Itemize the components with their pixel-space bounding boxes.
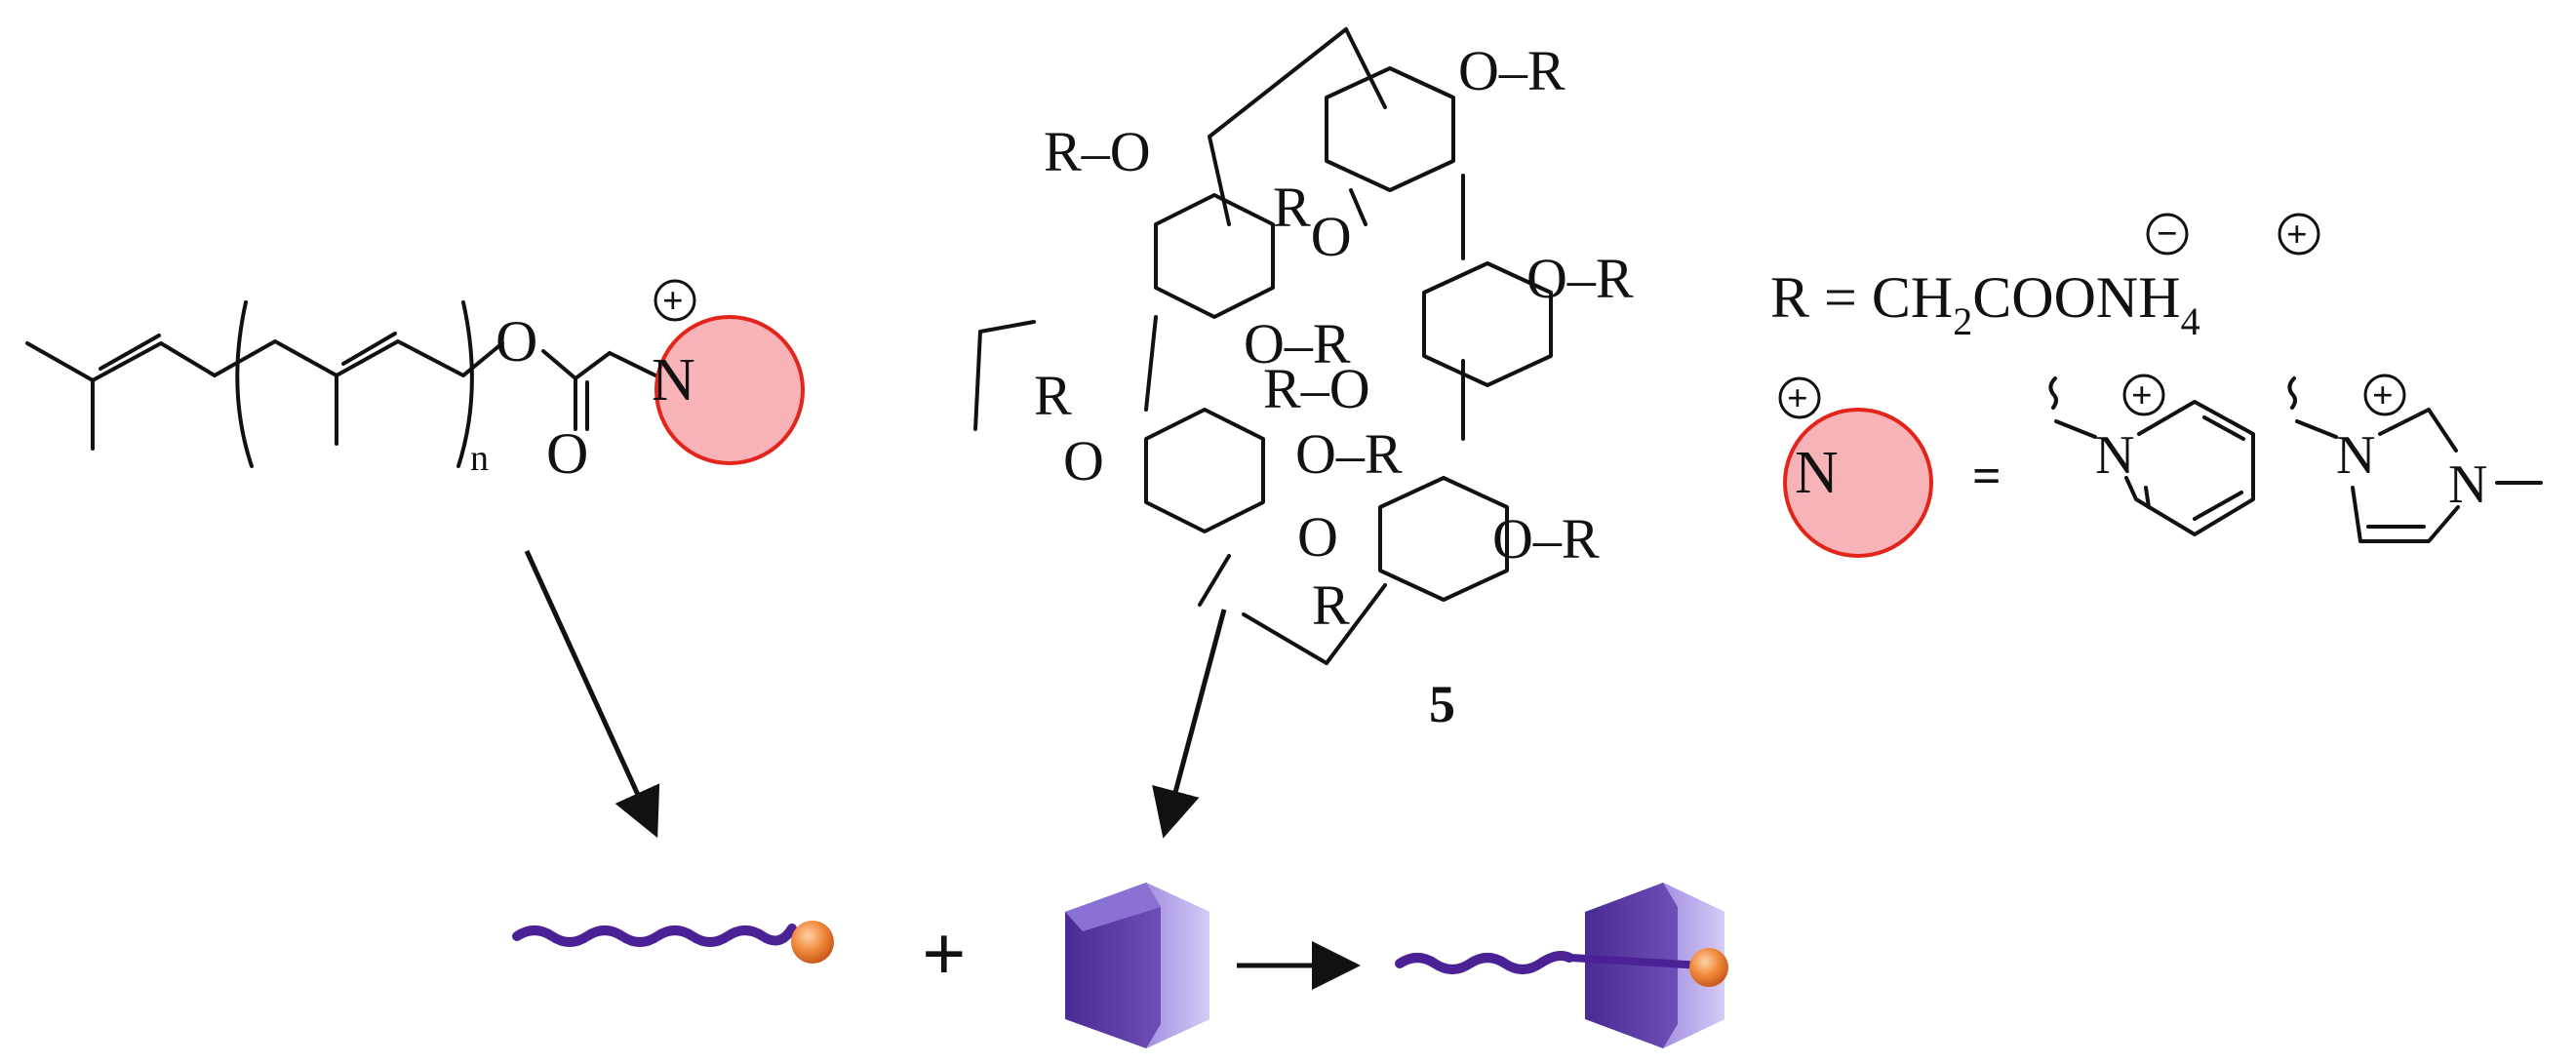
- o-label-10: O: [1297, 505, 1338, 569]
- svg-text:N: N: [2448, 454, 2487, 515]
- head-plus-circle: [654, 279, 696, 322]
- complex-head-ball: [1689, 948, 1728, 987]
- imidazolium-structure: N + N: [2287, 374, 2543, 543]
- anion-charge-circle: [2146, 213, 2189, 256]
- legend-head-circle: [1783, 408, 1933, 558]
- aryl-ring-3: [1422, 261, 1553, 387]
- amphiphile-head-ball: [791, 921, 834, 964]
- cavitand-5-structure: O–R R–O RO O–R O–R R–O R O O–R O–R O R 5: [973, 27, 1634, 733]
- r-label-10: R: [1312, 573, 1350, 637]
- ester-oxygen: O: [495, 309, 537, 374]
- repeat-bracket-left: [235, 300, 254, 468]
- ro-label-2: R–O: [1044, 120, 1151, 183]
- legend-plus: +: [1787, 378, 1808, 419]
- pyridinium-structure: N +: [2048, 374, 2255, 536]
- head-plus-sign: +: [662, 281, 684, 322]
- legend-nitrogen: N: [1795, 440, 1839, 506]
- aryl-ring-2: [1154, 193, 1275, 319]
- complex-chain: [1395, 951, 1574, 974]
- arrow-amphiphile-to-cartoon: [524, 549, 660, 839]
- or-label-9: O–R: [1492, 507, 1600, 571]
- or-label-4: O–R: [1526, 247, 1634, 310]
- prenyl-chain-bonds: [25, 341, 217, 382]
- ro-label-7: R: [1034, 364, 1072, 427]
- repeat-bracket-right: [456, 300, 474, 468]
- svg-text:R = CH2COONH4: R = CH2COONH4: [1770, 265, 2200, 343]
- head-group-legend: N + = N + N + N: [1778, 374, 2543, 558]
- svg-text:N: N: [2336, 425, 2375, 486]
- aryl-ring-1: [1325, 66, 1455, 192]
- cation-charge-circle: [2278, 213, 2320, 256]
- o-label-7: O: [1063, 429, 1104, 493]
- plus-sign: +: [922, 912, 967, 998]
- cavitand-inner-face: [1146, 883, 1209, 1048]
- amphiphile-cartoon: [512, 921, 834, 964]
- or-label-5: O–R: [1244, 312, 1351, 375]
- or-label-8: O–R: [1295, 422, 1403, 486]
- svg-text:+: +: [2372, 375, 2394, 416]
- cavitand-cartoon: [1065, 883, 1209, 1048]
- svg-text:N: N: [2095, 425, 2134, 486]
- or-label-1: O–R: [1458, 39, 1565, 102]
- r-group-definition: R = CH2COONH4 − +: [1770, 213, 2320, 343]
- compound-label: 5: [1429, 675, 1455, 733]
- anion-charge: −: [2157, 214, 2178, 255]
- carbonyl-oxygen: O: [546, 421, 588, 486]
- host-guest-complex-cartoon: [1395, 883, 1728, 1048]
- legend-equals: =: [1972, 449, 2001, 504]
- polyprenyl-amphiphile: n O O N +: [25, 279, 805, 486]
- aryl-ring-4: [1144, 408, 1265, 533]
- cation-charge: +: [2286, 215, 2308, 256]
- arrow-cavitand-to-cartoon: [1152, 609, 1227, 839]
- amphiphile-chain: [512, 924, 797, 947]
- aryl-ring-5: [1378, 476, 1509, 602]
- ro-label-6: R–O: [1263, 357, 1370, 420]
- svg-text:+: +: [2131, 375, 2153, 416]
- ro-label-3: RO: [1273, 176, 1352, 268]
- cationic-head-circle: [654, 315, 805, 465]
- repeat-subscript-n: n: [470, 438, 489, 479]
- head-nitrogen: N: [652, 347, 695, 414]
